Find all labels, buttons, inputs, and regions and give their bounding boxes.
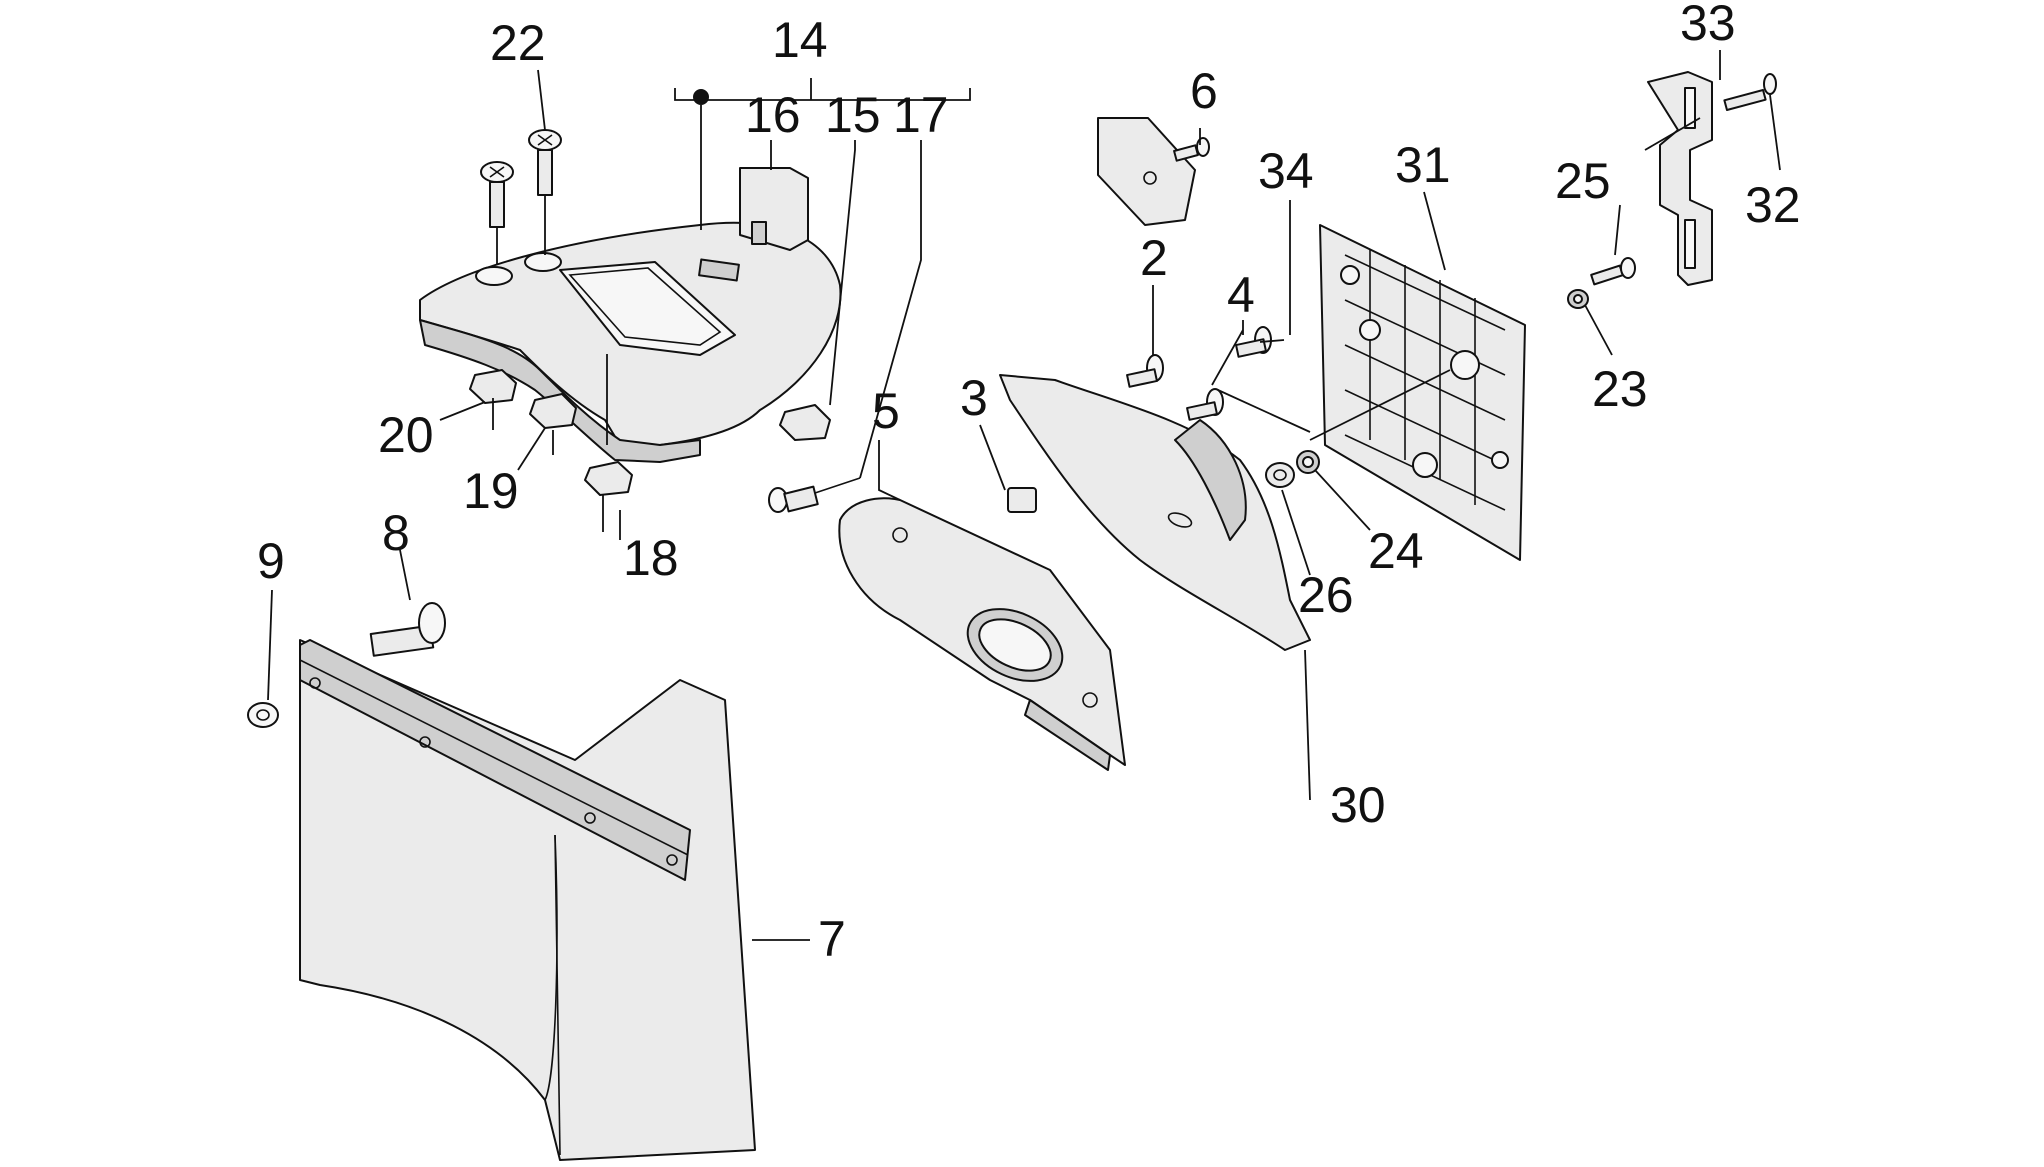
clip-part-16 — [739, 167, 809, 251]
callout-24: 24 — [1368, 523, 1424, 579]
callout-17: 17 — [893, 87, 949, 143]
clip-nut-part-20 — [469, 369, 517, 404]
bracket-part-33 — [1647, 71, 1713, 286]
clip-part-3 — [1007, 487, 1037, 513]
callout-19: 19 — [463, 463, 519, 519]
callout-7: 7 — [818, 911, 846, 967]
clip-nut-part-18 — [584, 461, 633, 496]
bolt-part-8 — [369, 602, 446, 657]
washer-part-9 — [247, 702, 279, 728]
rivet-part-17 — [768, 477, 861, 513]
callout-5: 5 — [872, 383, 900, 439]
callout-25: 25 — [1555, 153, 1611, 209]
screw-part-22 — [480, 129, 562, 228]
clip-nut-part-19 — [529, 393, 577, 429]
callout-31: 31 — [1395, 137, 1451, 193]
washer-part-24 — [1296, 450, 1320, 474]
callout-3: 3 — [960, 370, 988, 426]
callout-labels: 22 14 16 15 17 20 19 18 8 9 7 5 3 6 2 34… — [257, 0, 1801, 967]
callout-23: 23 — [1592, 361, 1648, 417]
plate-part-31 — [1319, 224, 1526, 561]
callout-2: 2 — [1140, 230, 1168, 286]
bracket-part-5 — [838, 497, 1126, 771]
callout-4: 4 — [1227, 267, 1255, 323]
callout-34: 34 — [1258, 143, 1314, 199]
spacer-part-26 — [1265, 462, 1295, 488]
washer-part-23 — [1567, 289, 1589, 309]
bolt-part-25 — [1590, 257, 1636, 286]
bolt-part-32 — [1723, 73, 1777, 112]
callout-6: 6 — [1190, 63, 1218, 119]
callout-26: 26 — [1298, 567, 1354, 623]
tray-assembly-part-14 — [419, 221, 842, 463]
callout-14: 14 — [772, 12, 828, 68]
screw-part-2 — [1126, 354, 1164, 388]
callout-15: 15 — [825, 87, 881, 143]
callout-33: 33 — [1680, 0, 1736, 51]
callout-8: 8 — [382, 505, 410, 561]
callout-32: 32 — [1745, 177, 1801, 233]
mounting-rail — [299, 639, 691, 881]
clip-nut-part-15 — [779, 404, 831, 441]
callout-16: 16 — [745, 87, 801, 143]
license-holder-part-30 — [999, 374, 1311, 651]
callout-9: 9 — [257, 533, 285, 589]
callout-18: 18 — [623, 530, 679, 586]
callout-20: 20 — [378, 407, 434, 463]
callout-22: 22 — [490, 15, 546, 71]
screw-part-4 — [1186, 326, 1272, 421]
mudflap-part-7 — [299, 639, 756, 1161]
pad-part-6 — [1097, 117, 1196, 226]
callout-30: 30 — [1330, 777, 1386, 833]
screw-part-6 — [1173, 137, 1210, 162]
leader-lines — [267, 50, 1781, 941]
